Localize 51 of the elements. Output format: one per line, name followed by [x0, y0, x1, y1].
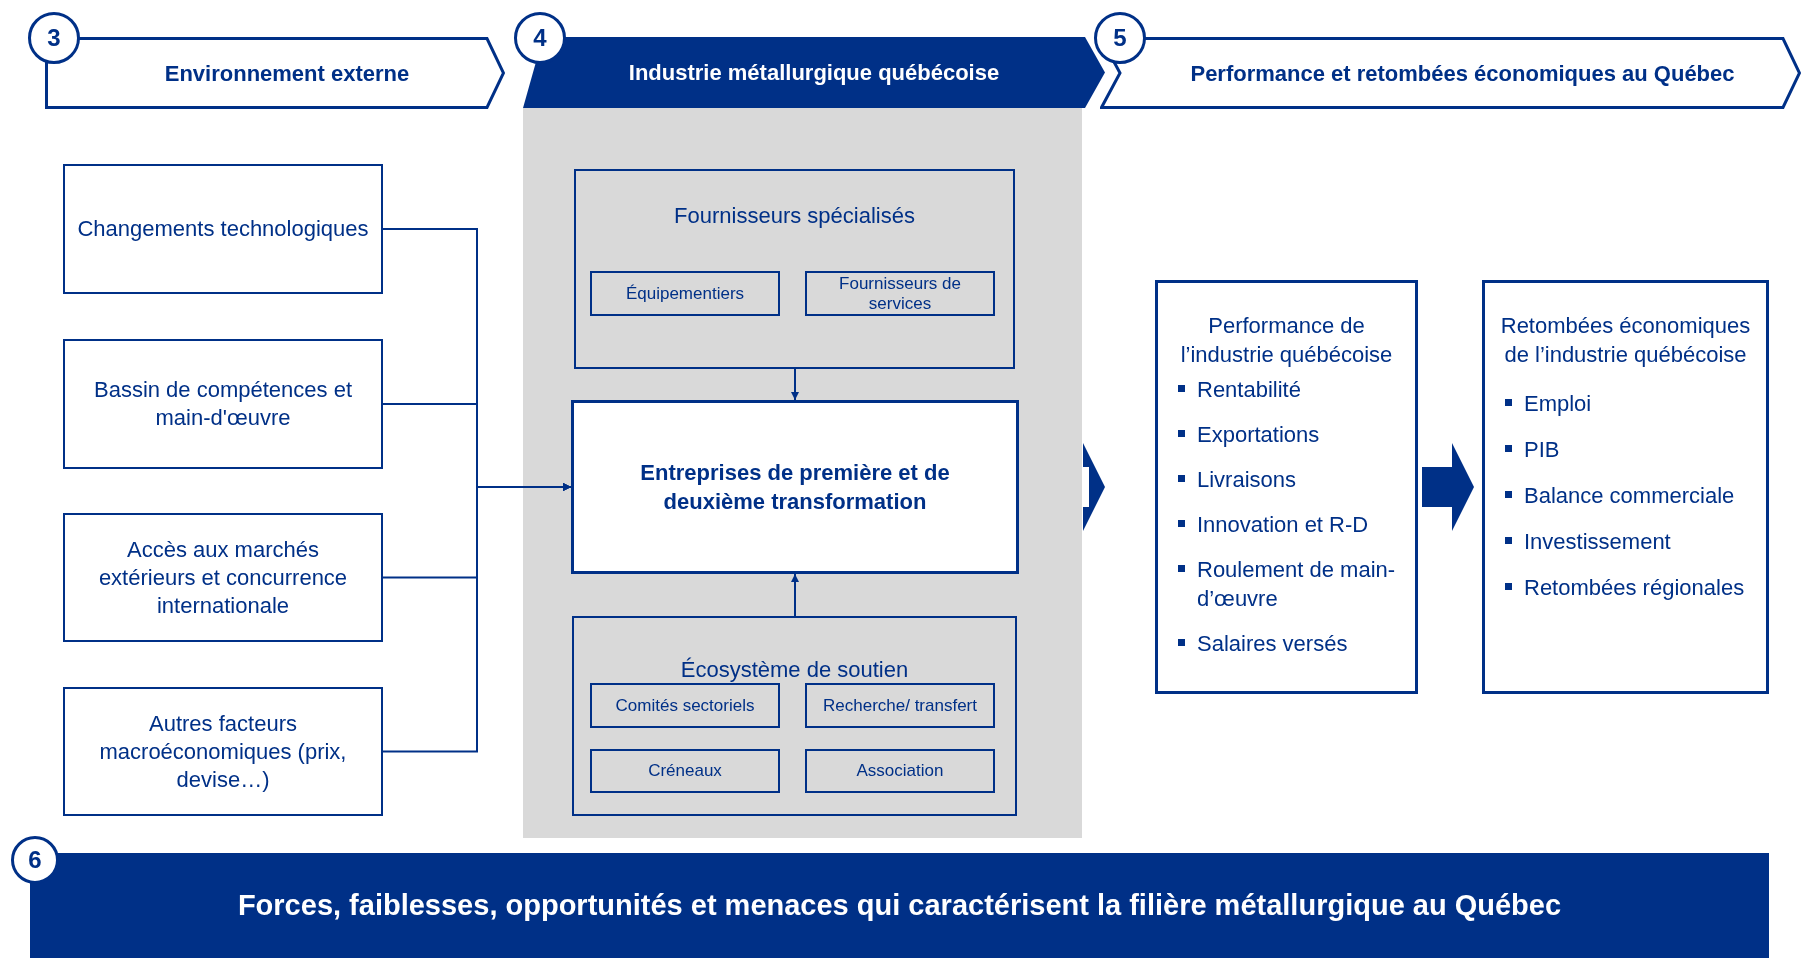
list-item: Roulement de main-d’œuvre: [1197, 556, 1397, 613]
list-item: Retombées régionales: [1524, 574, 1745, 602]
list-item: Innovation et R-D: [1197, 511, 1369, 539]
group-box: [572, 616, 1017, 816]
box-label: Comités sectoriels: [615, 695, 755, 716]
sub-box: [590, 683, 780, 728]
group-heading: Écosystème de soutien: [680, 657, 909, 682]
box-heading: Performance de l’industrie québécoise: [1180, 313, 1393, 367]
list-item: Emploi: [1524, 390, 1592, 418]
banner-text: Forces, faiblesses, opportunités et menaces qui caractérisent la filière métallurgique au Québec: [237, 887, 1562, 923]
sub-box: [590, 271, 780, 316]
list-item: Investissement: [1524, 528, 1671, 556]
list-item: PIB: [1524, 436, 1560, 464]
section-heading: Performance et retombées économiques au Québec: [1189, 59, 1735, 88]
block-arrow: [1422, 443, 1474, 531]
box-label: Entreprises de première et de deuxième transformation: [639, 459, 951, 516]
list-item: Salaires versés: [1197, 630, 1348, 658]
factor-box: [63, 687, 383, 816]
sub-box: [805, 271, 995, 316]
section-heading: Environnement externe: [163, 59, 410, 88]
core-box: [571, 400, 1019, 574]
box-label: Association: [856, 761, 944, 781]
list-item: Rentabilité: [1197, 376, 1301, 404]
box-label: Équipementiers: [625, 283, 745, 304]
outcome-box: [1482, 280, 1769, 694]
connector-arrow: [791, 368, 799, 401]
factor-box: [63, 339, 383, 469]
sub-box: [590, 749, 780, 793]
outcome-box: [1155, 280, 1418, 694]
block-arrow: [1083, 443, 1105, 531]
box-label: Recherche/ transfert: [823, 695, 977, 716]
connector-arrow: [791, 573, 799, 617]
list-item: Livraisons: [1197, 466, 1297, 494]
box-label: Changements technologiques: [77, 215, 369, 243]
list-item: Exportations: [1197, 421, 1320, 449]
box-heading: Retombées économiques de l’industrie québécoise: [1500, 313, 1751, 367]
box-label: Autres facteurs macroéconomiques (prix, devise…): [98, 709, 348, 794]
section-heading: Industrie métallurgique québécoise: [628, 59, 1000, 87]
group-box: [574, 169, 1015, 369]
sub-box: [805, 683, 995, 728]
connector-arrow: [382, 483, 572, 753]
group-heading: Fournisseurs spécialisés: [674, 203, 915, 228]
list-item: Balance commerciale: [1524, 482, 1735, 510]
box-label: Créneaux: [648, 761, 722, 781]
factor-box: [63, 513, 383, 642]
box-label: Accès aux marchés extérieurs et concurrence internationale: [97, 535, 349, 620]
banner-band: [30, 853, 1769, 958]
factor-box: [63, 164, 383, 294]
box-label: Bassin de compétences et main-d'œuvre: [92, 376, 353, 432]
sub-box: [805, 749, 995, 793]
box-label: Fournisseurs de services: [838, 273, 962, 314]
